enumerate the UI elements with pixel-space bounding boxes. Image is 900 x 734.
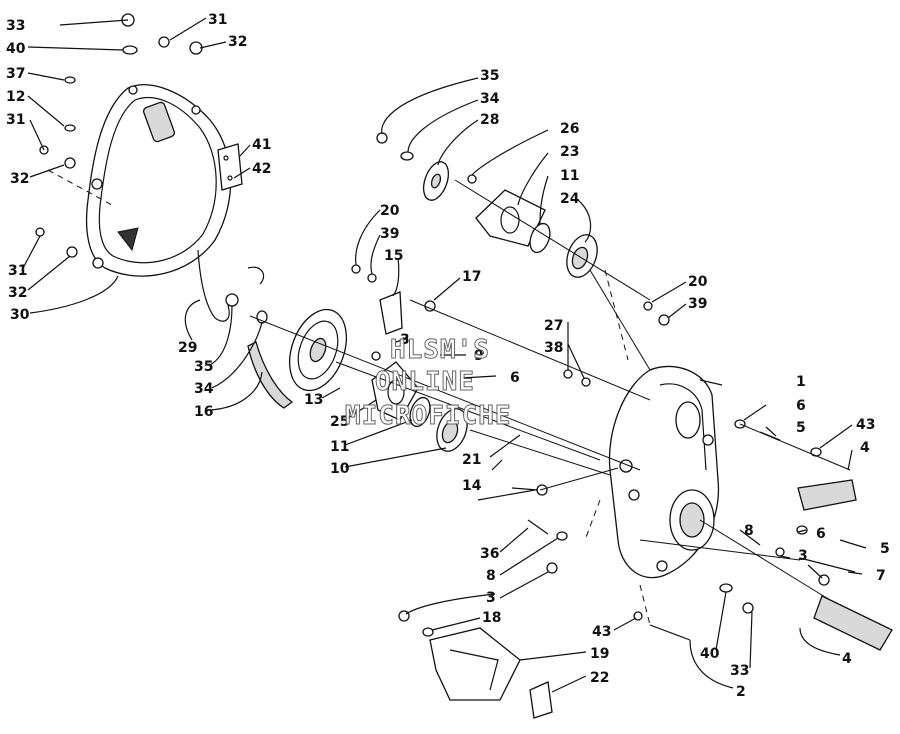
callout-40: 40: [700, 646, 720, 662]
callout-39: 39: [380, 226, 399, 242]
callout-42: 42: [252, 161, 271, 177]
fasteners: [35, 13, 830, 637]
callout-24: 24: [560, 191, 580, 207]
bolt-7: [799, 557, 856, 573]
callout-5: 5: [880, 541, 890, 557]
parts-artwork: [21, 13, 893, 719]
driven-sprocket: [289, 308, 347, 392]
watermark-line-3: MICROFICHE: [345, 401, 512, 431]
callout-32: 32: [10, 171, 29, 187]
callout-6: 6: [816, 526, 826, 542]
callout-4: 4: [860, 440, 870, 456]
callout-19: 19: [590, 646, 609, 662]
callout-20: 20: [380, 203, 400, 219]
tensioner-bracket: [379, 291, 403, 335]
callout-5: 5: [796, 420, 806, 436]
callout-33: 33: [6, 18, 25, 34]
callout-4: 4: [842, 651, 852, 667]
callout-30: 30: [10, 307, 30, 323]
seal-upper: [529, 222, 551, 254]
bearing-flange-lower: [371, 361, 419, 421]
callout-9: 9: [474, 348, 484, 364]
watermark-line-1: HLSM'S: [390, 335, 490, 365]
callout-12: 12: [6, 89, 25, 105]
callout-8: 8: [744, 523, 754, 539]
callout-37: 37: [6, 66, 25, 82]
callout-13: 13: [304, 392, 323, 408]
watermark: HLSM'S ONLINE MICROFICHE: [345, 335, 512, 432]
callout-16: 16: [194, 404, 213, 420]
callout-11: 11: [560, 168, 579, 184]
output-shaft-lower: [813, 595, 893, 651]
callout-17: 17: [462, 269, 481, 285]
callout-22: 22: [590, 670, 609, 686]
callout-14: 14: [462, 478, 482, 494]
callout-3: 3: [400, 332, 410, 348]
callout-6: 6: [796, 398, 806, 414]
callout-32: 32: [8, 285, 27, 301]
callout-labels: 33 40 37 12 31 32 31 32 31 32 30 41 42 2…: [6, 12, 890, 700]
callout-32: 32: [228, 34, 247, 50]
callout-11: 11: [330, 439, 349, 455]
callout-1: 1: [796, 374, 806, 390]
shifter-assembly: [429, 627, 521, 701]
callout-29: 29: [178, 340, 197, 356]
bolt-36: [527, 519, 549, 535]
callout-31: 31: [6, 112, 25, 128]
seal-lower: [409, 396, 431, 428]
callout-10: 10: [330, 461, 350, 477]
callout-27: 27: [544, 318, 563, 334]
callout-3: 3: [486, 590, 496, 606]
callout-41: 41: [252, 137, 271, 153]
callout-43: 43: [856, 417, 875, 433]
callout-8: 8: [486, 568, 496, 584]
callout-39: 39: [688, 296, 707, 312]
callout-38: 38: [544, 340, 563, 356]
drive-chain: [247, 341, 294, 409]
callout-43: 43: [592, 624, 611, 640]
inspection-plate: [217, 143, 243, 191]
bolt-2: [649, 624, 691, 641]
callout-20: 20: [688, 274, 708, 290]
callout-7: 7: [876, 568, 886, 584]
callout-21: 21: [462, 452, 481, 468]
callout-33: 33: [730, 663, 749, 679]
callout-3: 3: [798, 548, 808, 564]
callout-15: 15: [384, 248, 403, 264]
callout-31: 31: [8, 263, 27, 279]
gear-case-housing: [608, 365, 720, 579]
callout-25: 25: [330, 414, 349, 430]
callout-35: 35: [194, 359, 213, 375]
callout-31: 31: [208, 12, 227, 28]
tensioner-spring: [197, 249, 230, 322]
shift-plate: [529, 681, 553, 719]
callout-23: 23: [560, 144, 579, 160]
callout-34: 34: [194, 381, 214, 397]
callout-40: 40: [6, 41, 26, 57]
callout-35: 35: [480, 68, 499, 84]
callout-34: 34: [480, 91, 500, 107]
assembly-axes: [249, 179, 851, 601]
watermark-line-2: ONLINE: [375, 367, 475, 397]
bolt-14: [477, 489, 536, 501]
callout-28: 28: [480, 112, 499, 128]
output-shaft-upper: [797, 479, 857, 511]
dashed-hidden-lines: [47, 169, 651, 626]
callout-26: 26: [560, 121, 579, 137]
callout-18: 18: [482, 610, 501, 626]
leader-lines: [21, 17, 867, 693]
chain-case-cover: [85, 84, 232, 277]
callout-6: 6: [510, 370, 520, 386]
callout-36: 36: [480, 546, 499, 562]
callout-2: 2: [736, 684, 746, 700]
